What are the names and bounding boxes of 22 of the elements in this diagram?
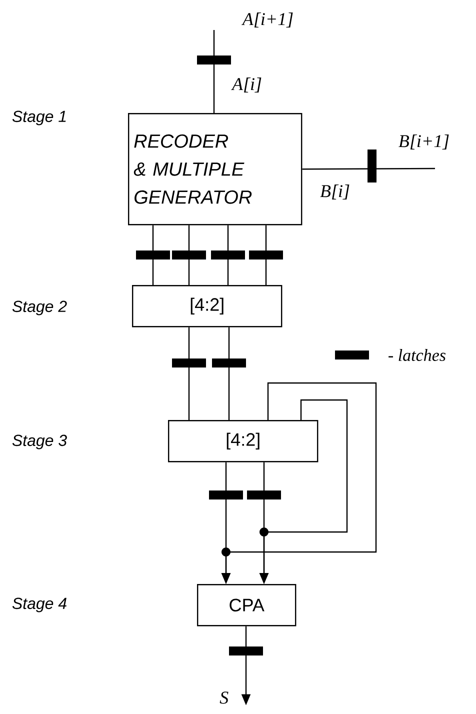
block-box: RECODER & MULTIPLE GENERATOR (128, 113, 302, 226)
signal-label: B[i] (320, 184, 350, 200)
block-box: [4:2] (168, 420, 318, 462)
stage-label: Stage 2 (12, 300, 67, 316)
connector (188, 327, 190, 420)
block-box: CPA (197, 584, 296, 626)
connector (188, 225, 190, 285)
stage-label: Stage 1 (12, 110, 66, 126)
legend-text: - latches (388, 349, 446, 361)
stage-label: Stage 4 (12, 598, 66, 612)
block-box: [4:2] (132, 285, 282, 328)
signal-label: A[i+1] (241, 12, 293, 28)
connector (302, 168, 435, 170)
connector (152, 225, 154, 285)
signal-label: S (220, 692, 228, 704)
connector (228, 327, 230, 420)
stage-label: Stage 3 (12, 434, 67, 450)
connector (227, 225, 229, 285)
connector (265, 225, 267, 285)
connector (213, 30, 215, 113)
signal-label: A[i] (231, 78, 262, 92)
signal-label: B[i+1] (398, 134, 449, 150)
